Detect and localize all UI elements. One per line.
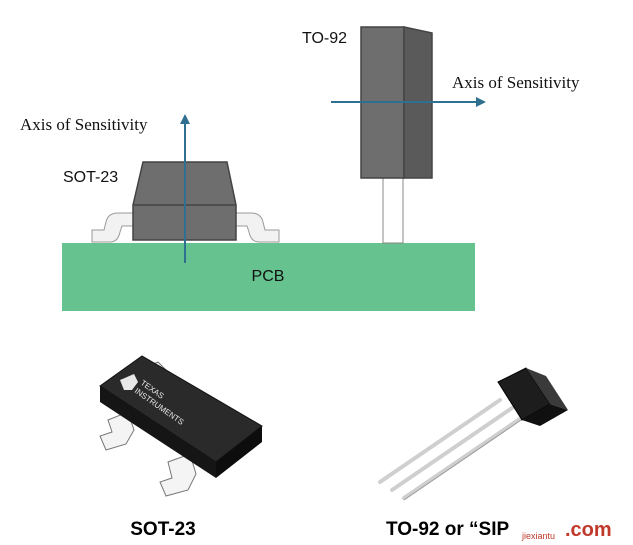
to92-render-lead-shade <box>403 417 525 501</box>
watermark-suffix: .com <box>565 519 612 541</box>
pcb-label: PCB <box>252 268 285 285</box>
to92-diagram-label: TO-92 <box>302 30 347 47</box>
axis-label-left: Axis of Sensitivity <box>20 115 148 134</box>
watermark-text: jiexiantu <box>521 531 555 541</box>
to92-package-render <box>378 367 568 501</box>
cross-section-diagram: PCB SOT-23 Axis of Sensitivity TO-92 Axi… <box>20 26 580 311</box>
pcb-board <box>62 243 475 311</box>
to92-render-body-top <box>526 368 568 410</box>
to92-render-lead-3 <box>402 414 526 500</box>
watermark: jiexiantu .com <box>520 517 612 541</box>
sot23-render-body-side <box>216 426 262 478</box>
caption-sot23: SOT-23 <box>130 519 195 540</box>
to92-render-lead-1 <box>378 398 502 484</box>
to92-render-body-side <box>522 404 568 426</box>
sot23-diagram-label: SOT-23 <box>63 169 118 186</box>
to92-lead <box>382 177 404 244</box>
sot23-render-body-front <box>100 386 216 478</box>
caption-to92: TO-92 or “SIP <box>386 519 510 540</box>
ti-logo-icon <box>120 374 138 390</box>
sot23-package-render: TEXAS INSTRUMENTS <box>99 355 263 497</box>
axis-label-right: Axis of Sensitivity <box>452 73 580 92</box>
watermark-logo-icon <box>520 517 564 533</box>
sot23-lead-right <box>235 212 280 243</box>
to92-render-lead-2 <box>390 406 514 492</box>
sot23-lead-left <box>91 212 134 243</box>
